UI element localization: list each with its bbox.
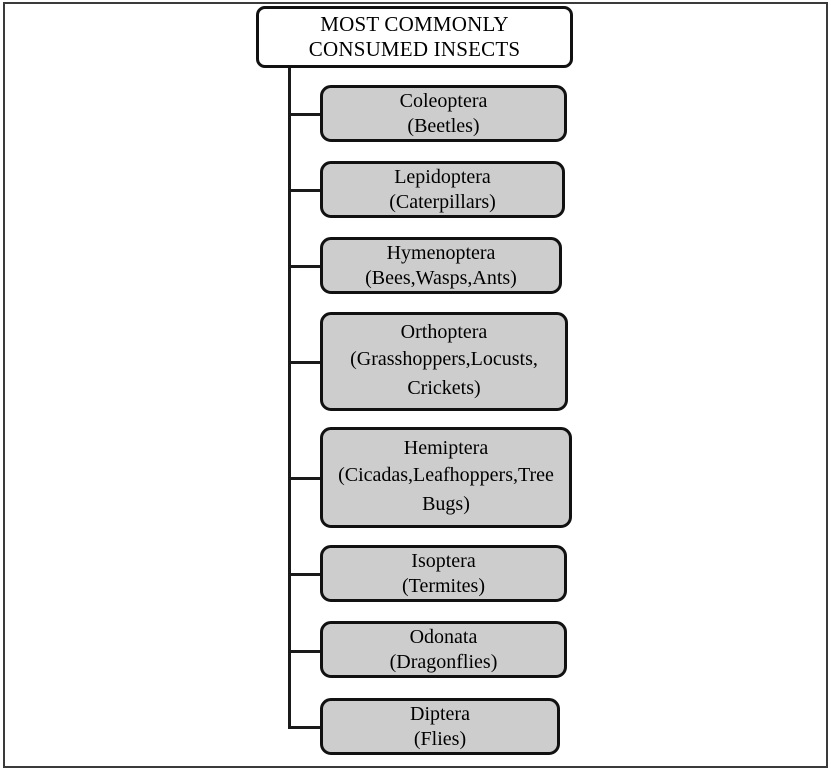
- connector-branch-lepidoptera: [288, 189, 322, 192]
- node-odonata[interactable]: Odonata (Dragonflies): [320, 621, 567, 678]
- node-diptera-common: (Flies): [413, 727, 467, 750]
- node-hemiptera-order: Hemiptera: [403, 437, 489, 459]
- node-hymenoptera-order: Hymenoptera: [386, 241, 496, 264]
- node-coleoptera[interactable]: Coleoptera (Beetles): [320, 85, 567, 142]
- node-lepidoptera[interactable]: Lepidoptera (Caterpillars): [320, 161, 565, 218]
- root-title-line-2: CONSUMED INSECTS: [308, 37, 521, 61]
- node-hemiptera[interactable]: Hemiptera (Cicadas,Leafhoppers,Tree Bugs…: [320, 427, 572, 528]
- root-title-line-1: MOST COMMONLY: [320, 12, 509, 37]
- node-odonata-common: (Dragonflies): [389, 650, 498, 673]
- node-orthoptera-common-line2: Crickets): [407, 377, 481, 399]
- connector-branch-hymenoptera: [288, 265, 322, 268]
- node-isoptera[interactable]: Isoptera (Termites): [320, 545, 567, 602]
- connector-branch-odonata: [288, 650, 322, 653]
- node-orthoptera[interactable]: Orthoptera (Grasshoppers,Locusts, Cricke…: [320, 312, 568, 411]
- connector-branch-coleoptera: [288, 113, 322, 116]
- node-coleoptera-common: (Beetles): [407, 114, 480, 137]
- node-orthoptera-order: Orthoptera: [400, 321, 488, 343]
- node-hymenoptera-common: (Bees,Wasps,Ants): [365, 266, 517, 289]
- connector-branch-orthoptera: [288, 361, 322, 364]
- node-lepidoptera-order: Lepidoptera: [394, 165, 491, 188]
- node-odonata-order: Odonata: [409, 625, 478, 648]
- node-isoptera-order: Isoptera: [411, 549, 476, 572]
- node-hemiptera-common-line2: Bugs): [422, 493, 470, 515]
- node-orthoptera-common-line1: (Grasshoppers,Locusts,: [350, 348, 538, 370]
- node-coleoptera-order: Coleoptera: [399, 89, 488, 112]
- root-node-title: MOST COMMONLY CONSUMED INSECTS: [256, 6, 573, 68]
- node-diptera-order: Diptera: [410, 702, 470, 725]
- node-lepidoptera-common: (Caterpillars): [389, 190, 496, 213]
- connector-branch-diptera: [288, 726, 322, 729]
- connector-branch-isoptera: [288, 573, 322, 576]
- node-isoptera-common: (Termites): [401, 574, 485, 597]
- node-diptera[interactable]: Diptera (Flies): [320, 698, 560, 755]
- connector-branch-hemiptera: [288, 477, 322, 480]
- node-hemiptera-common-line1: (Cicadas,Leafhoppers,Tree: [338, 464, 554, 486]
- connector-trunk-vertical: [288, 68, 291, 727]
- node-hymenoptera[interactable]: Hymenoptera (Bees,Wasps,Ants): [320, 237, 562, 294]
